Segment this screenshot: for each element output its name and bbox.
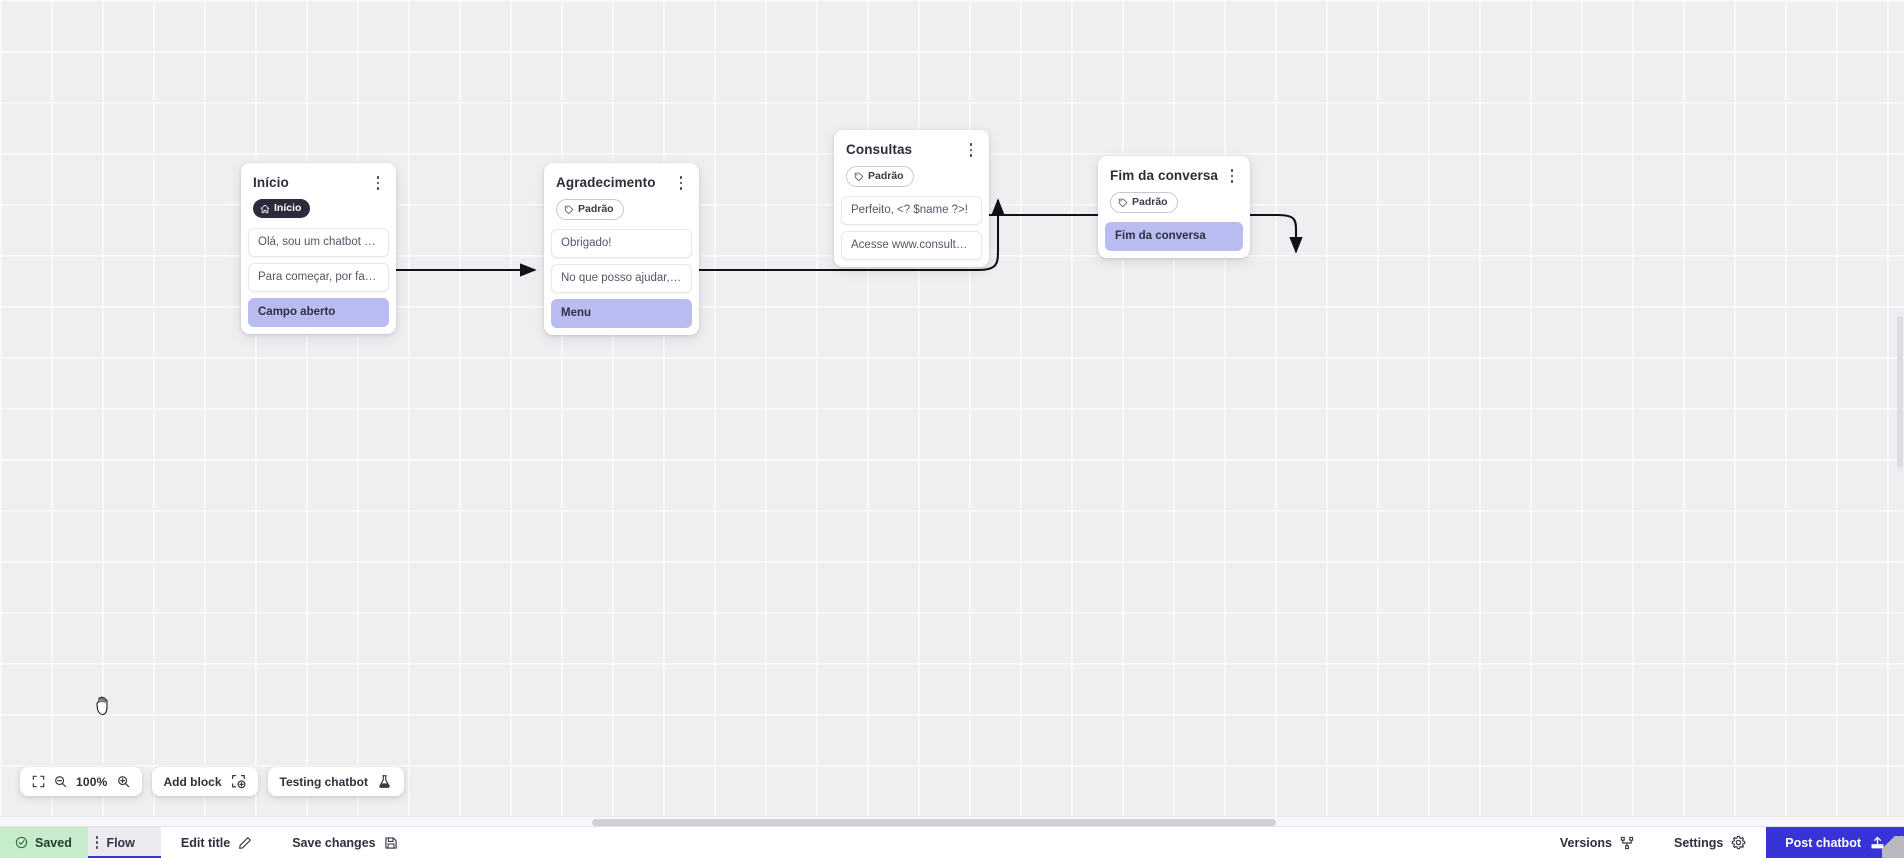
saved-status-badge: Saved [0,827,88,858]
save-changes-label: Save changes [292,835,376,850]
node-slots: Obrigado! No que posso ajudar, <? $name … [544,229,699,335]
node-menu-button[interactable] [674,174,688,192]
post-chatbot-label: Post chatbot [1785,835,1861,850]
versions-label: Versions [1559,835,1612,850]
node-title: Fim da conversa [1110,168,1219,183]
badge-label: Início [274,202,302,214]
zoom-in-icon[interactable] [117,775,130,788]
canvas-vertical-scrollbar[interactable] [1896,0,1904,816]
node-menu-button[interactable] [371,174,385,192]
upload-icon [1871,836,1884,849]
node-slot-accent[interactable]: Campo aberto [248,297,389,327]
node-menu-button[interactable] [964,141,978,159]
tab-flow[interactable]: Flow [87,827,161,858]
zoom-controls[interactable]: 100% [20,767,142,796]
tag-icon [564,205,574,214]
testing-chatbot-label: Testing chatbot [279,774,368,789]
node-badge-padrao[interactable]: Padrão [556,199,624,220]
check-circle-icon [15,836,28,849]
node-slot[interactable]: Olá, sou um chatbot de teste! [248,227,389,257]
flow-node-consultas[interactable]: Consultas Padrão Perfeito, <? $name ?>! … [834,130,989,267]
saved-label: Saved [35,835,72,850]
versions-button[interactable]: Versions [1540,827,1654,858]
canvas-toolbar: 100% Add block Testing chatbot [20,767,404,796]
zoom-level: 100% [76,774,108,789]
add-block-icon [231,774,246,789]
post-chatbot-button[interactable]: Post chatbot [1766,827,1904,858]
canvas-horizontal-scroll-thumb[interactable] [592,818,1276,826]
canvas-vertical-scroll-thumb[interactable] [1897,316,1903,468]
flow-node-fim-da-conversa[interactable]: Fim da conversa Padrão Fim da conversa [1098,156,1250,258]
node-slot[interactable]: Perfeito, <? $name ?>! [841,196,982,225]
settings-button[interactable]: Settings [1654,827,1766,858]
node-slot-accent[interactable]: Menu [551,299,692,328]
node-slot-accent[interactable]: Fim da conversa [1105,222,1243,251]
node-slot[interactable]: Para começar, por favor digite o ... [248,262,389,292]
node-title: Agradecimento [556,175,656,190]
node-badge-row: Padrão [1098,185,1250,222]
node-slot[interactable]: No que posso ajudar, <? $name ... [551,264,692,293]
flask-icon [377,774,392,789]
node-badge-row: Padrão [544,192,699,229]
node-title: Consultas [846,142,913,157]
flow-node-agradecimento[interactable]: Agradecimento Padrão Obrigado! No que po… [544,163,699,335]
node-badge-row: Início [241,192,396,228]
node-slots: Fim da conversa [1098,222,1250,258]
node-slot[interactable]: Acesse www.consultas.com par... [841,231,982,260]
gear-icon [1732,835,1746,850]
branch-icon [1620,836,1634,849]
tab-flow-label: Flow [106,835,135,850]
node-slots: Perfeito, <? $name ?>! Acesse www.consul… [834,196,989,267]
node-header: Fim da conversa [1098,156,1250,185]
flow-node-inicio[interactable]: Início Início Olá, sou um chatbot de tes… [241,163,396,334]
node-badge-row: Padrão [834,159,989,196]
connector-layer [396,198,1303,277]
edit-title-label: Edit title [180,835,231,850]
badge-label: Padrão [868,170,904,182]
node-title: Início [253,175,289,190]
zoom-out-icon[interactable] [54,775,67,788]
node-badge-inicio[interactable]: Início [253,199,311,218]
bottom-bar-spacer [418,827,1540,858]
drag-dots-icon[interactable] [95,836,99,849]
node-header: Agradecimento [544,163,699,192]
settings-label: Settings [1673,835,1724,850]
add-block-button[interactable]: Add block [151,767,258,796]
badge-label: Padrão [1132,196,1168,208]
badge-label: Padrão [578,203,614,215]
node-badge-padrao[interactable]: Padrão [846,166,914,187]
node-slot[interactable]: Obrigado! [551,229,692,258]
floppy-disk-icon [384,836,397,849]
pencil-icon [239,836,252,849]
add-block-label: Add block [163,774,222,789]
node-header: Consultas [834,130,989,159]
testing-chatbot-button[interactable]: Testing chatbot [267,767,404,796]
flow-canvas[interactable]: Início Início Olá, sou um chatbot de tes… [0,0,1904,826]
node-badge-padrao[interactable]: Padrão [1110,192,1178,213]
tag-icon [854,172,864,181]
save-changes-button[interactable]: Save changes [272,827,417,858]
edit-title-button[interactable]: Edit title [161,827,272,858]
bottom-bar: Saved Flow Edit title Save changes Versi… [0,826,1904,858]
node-menu-button[interactable] [1225,167,1239,185]
node-header: Início [241,163,396,192]
node-slots: Olá, sou um chatbot de teste! Para começ… [241,227,396,334]
canvas-horizontal-scrollbar[interactable] [0,816,1904,826]
fit-screen-icon[interactable] [32,775,45,788]
tag-icon [1118,198,1128,207]
home-icon [260,204,270,213]
